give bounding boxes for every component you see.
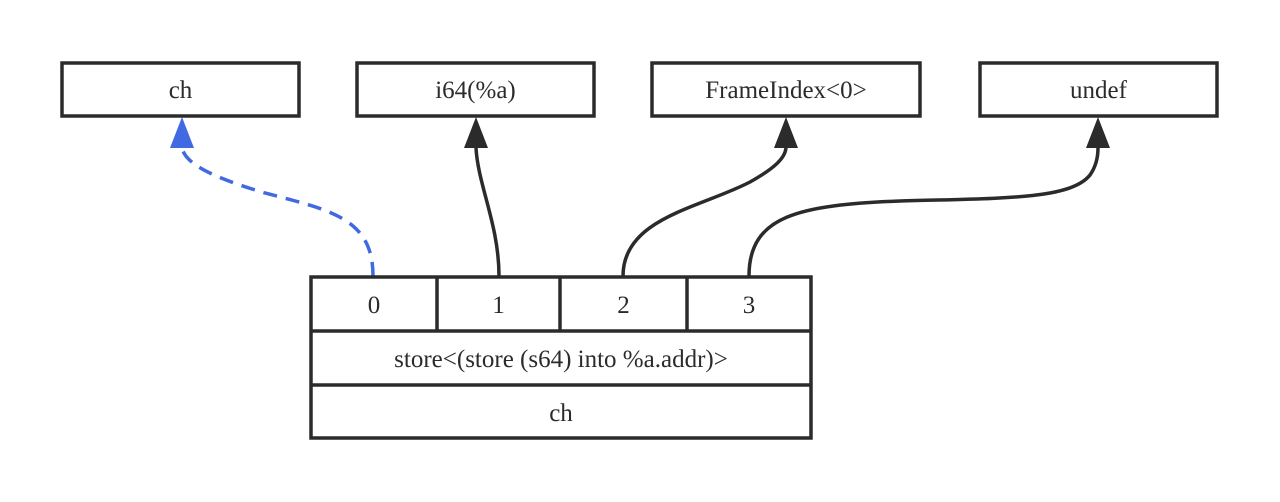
store-node[interactable]: 0 1 2 3 store<(store (s64) into %a.addr)… <box>309 275 813 440</box>
node-frameindex-label: FrameIndex<0> <box>705 77 867 104</box>
port-3[interactable]: 3 <box>743 292 756 319</box>
node-ch-label: ch <box>169 77 193 104</box>
node-undef[interactable]: undef <box>978 61 1219 118</box>
edge-chain-to-ch <box>170 117 375 277</box>
port-0[interactable]: 0 <box>368 292 381 319</box>
arrowhead-icon <box>1086 117 1110 148</box>
port-2[interactable]: 2 <box>617 292 630 319</box>
store-op-label: store<(store (s64) into %a.addr)> <box>394 346 728 373</box>
node-undef-label: undef <box>1070 77 1128 104</box>
edge-port2-to-frameindex <box>621 117 798 277</box>
store-type-label: ch <box>549 400 573 427</box>
node-i64-label: i64(%a) <box>435 77 516 104</box>
edge-port1-to-i64 <box>464 117 501 277</box>
port-1[interactable]: 1 <box>492 292 505 319</box>
node-ch[interactable]: ch <box>60 61 301 118</box>
arrowhead-chain-icon <box>170 117 194 148</box>
edge-port3-to-undef <box>747 117 1110 277</box>
arrowhead-icon <box>464 117 488 148</box>
node-i64[interactable]: i64(%a) <box>355 61 596 118</box>
arrowhead-icon <box>774 117 798 148</box>
node-frameindex[interactable]: FrameIndex<0> <box>650 61 922 118</box>
